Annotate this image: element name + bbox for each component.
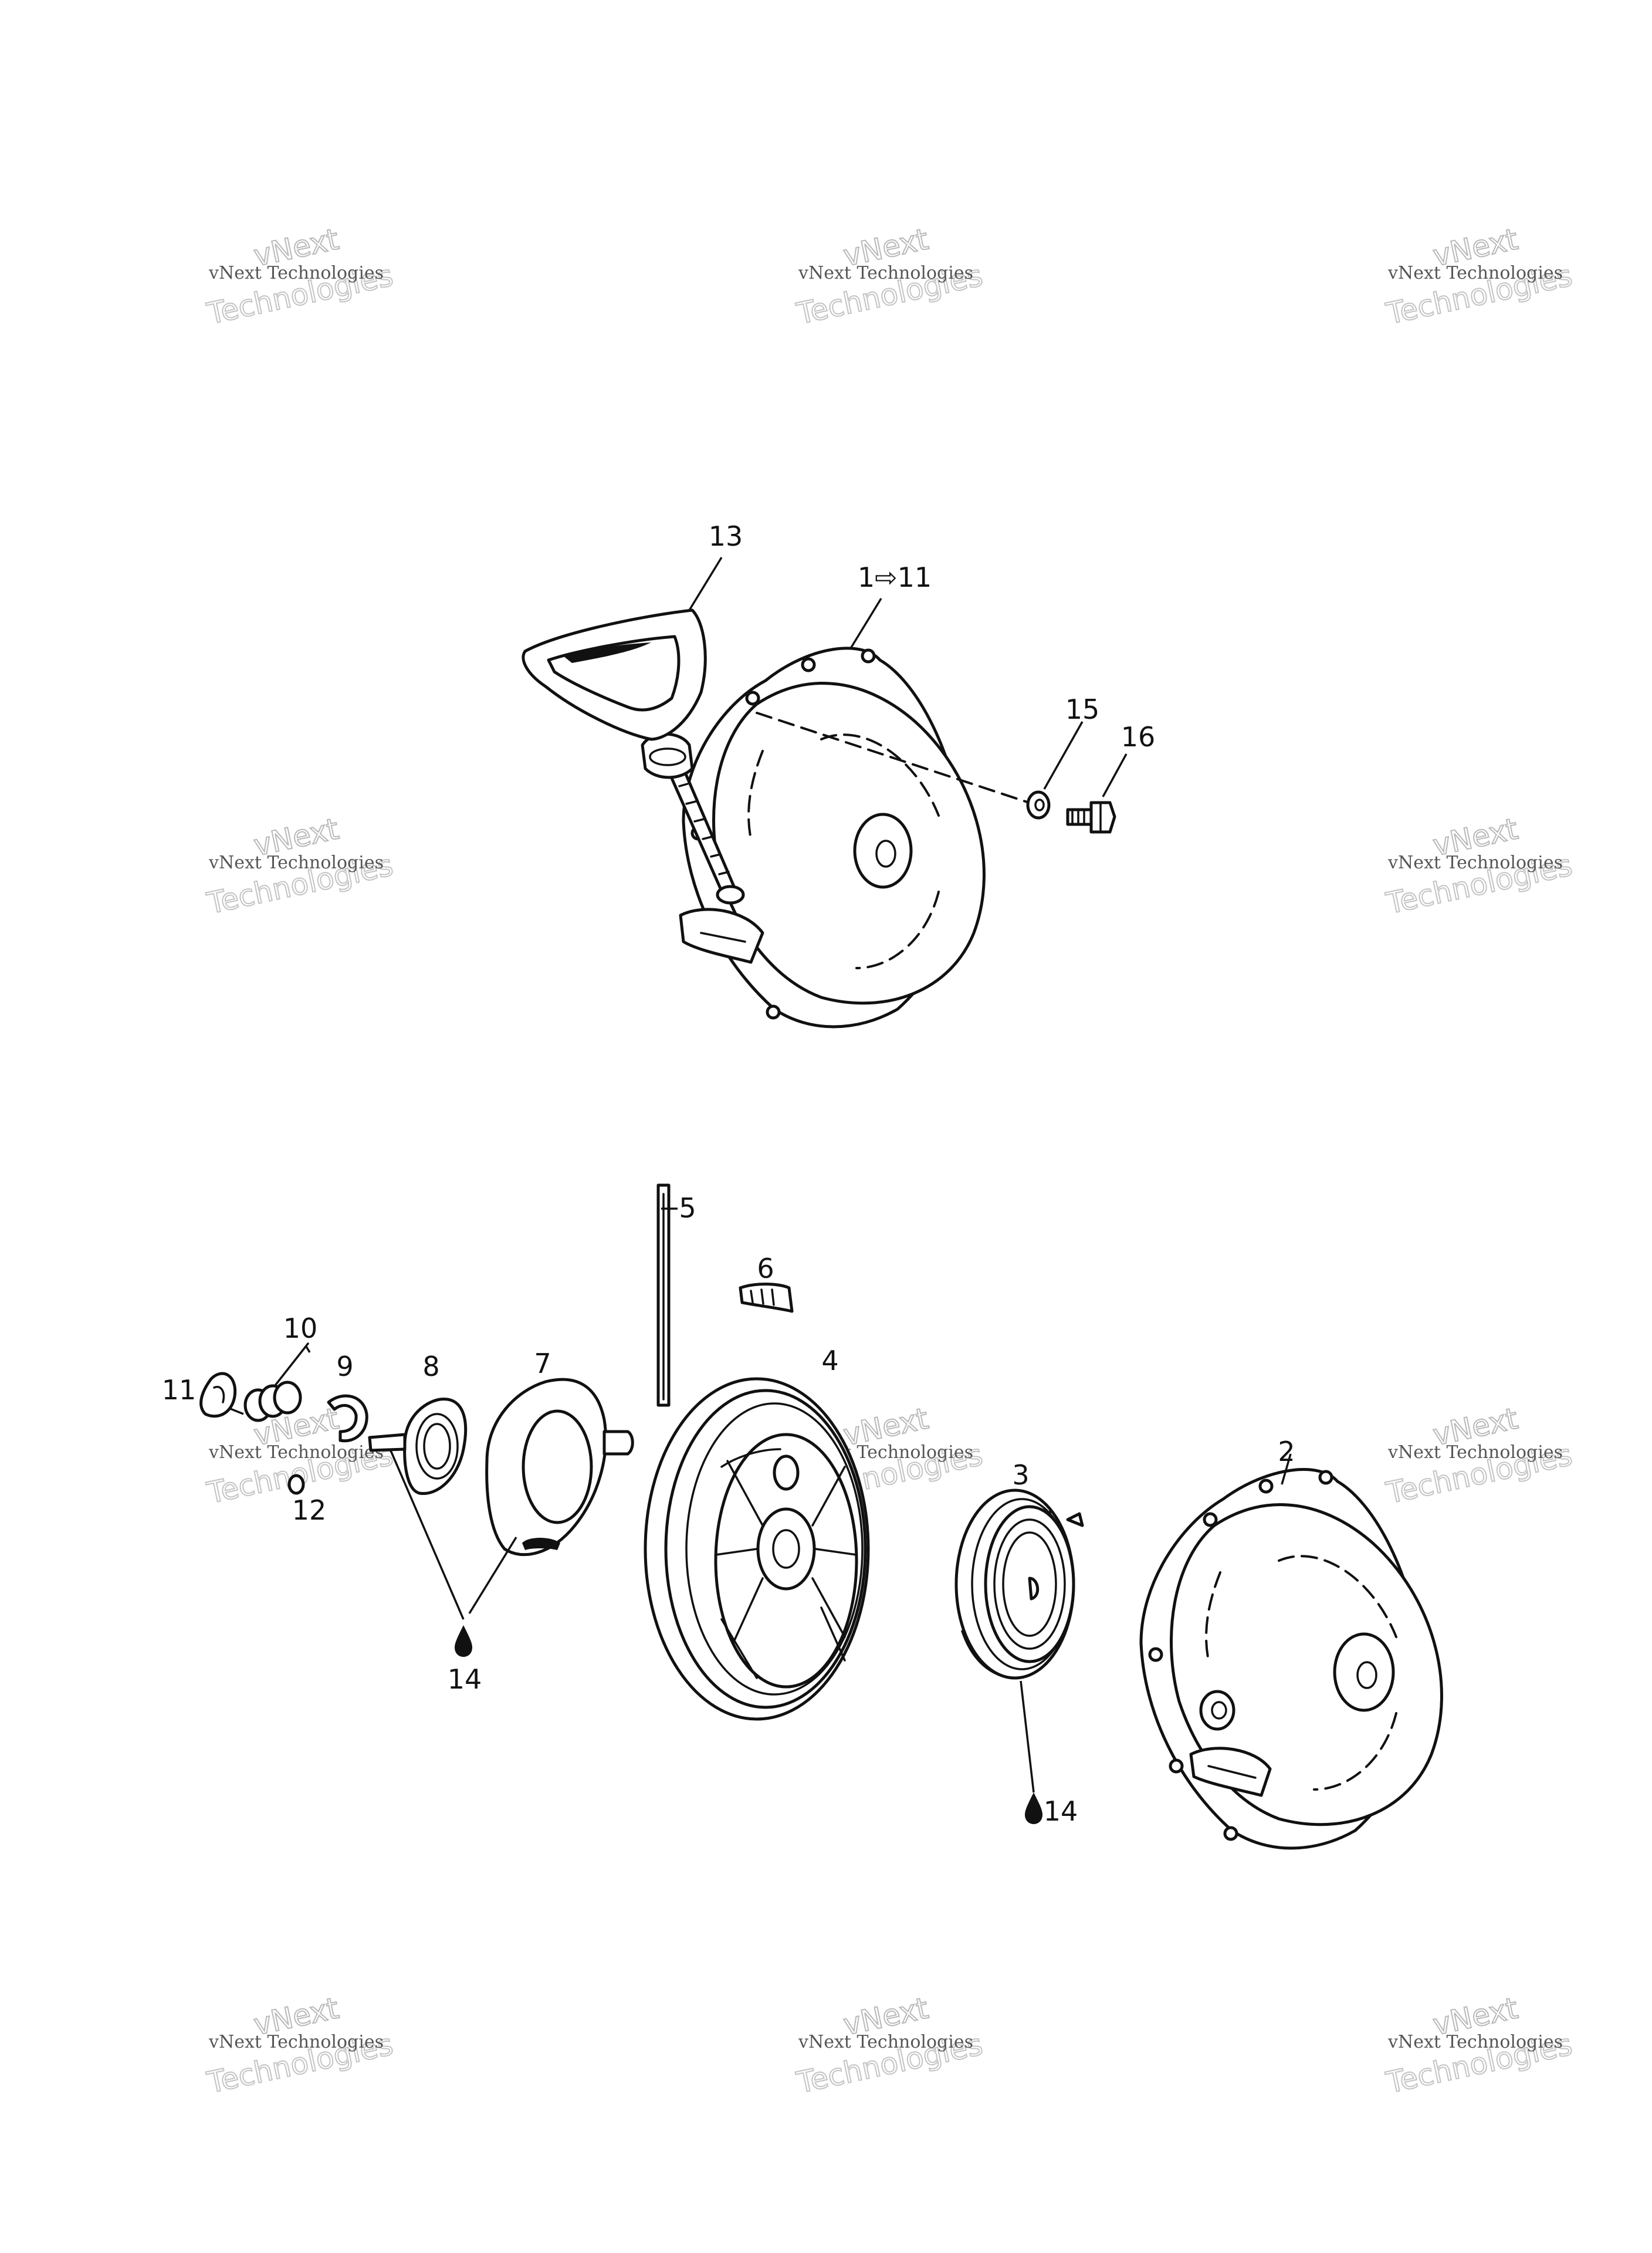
watermark-text: vNext Technologies [1387, 2032, 1563, 2052]
watermark: vNext Technologies vNext Technologies [204, 811, 397, 921]
callout-13: 13 [709, 520, 743, 552]
watermark-text: vNext Technologies [208, 1442, 384, 1463]
starter-assembly-complete [522, 608, 986, 1029]
rope-5 [656, 1183, 671, 1407]
callout-6: 6 [757, 1253, 774, 1284]
retaining-clip-9 [327, 1394, 368, 1443]
callout-9: 9 [336, 1351, 353, 1382]
starter-housing-2 [1139, 1468, 1443, 1850]
callout-12: 12 [292, 1494, 327, 1526]
rope-pulley-4 [644, 1377, 870, 1721]
watermark-text: vNext Technologies [1387, 853, 1563, 873]
watermark: vNext Technologies vNext Technologies [793, 221, 986, 331]
lubricant-drop-icon [1025, 1792, 1042, 1824]
watermark-text: vNext Technologies [798, 263, 973, 283]
watermark-text: vNext Technologies [208, 2032, 384, 2052]
callout-1-to-11: 1⇨11 [858, 561, 932, 593]
callout-3: 3 [1012, 1459, 1029, 1491]
housing-center-boss [853, 813, 913, 889]
watermark: vNext Technologies vNext Technologies [793, 1990, 986, 2100]
watermark-text: vNext Technologies [1387, 1442, 1563, 1463]
callout-5: 5 [679, 1192, 696, 1224]
part-12 [287, 1474, 305, 1495]
watermark-text: vNext Technologies [208, 853, 384, 873]
watermark: vNext Technologies vNext Technologies [204, 1990, 397, 2100]
callout-10: 10 [283, 1312, 318, 1344]
watermark-text: vNext Technologies [1387, 263, 1563, 283]
watermark-text: vNext Technologies [208, 263, 384, 283]
spring-cup-8 [368, 1398, 468, 1496]
callout-7: 7 [534, 1348, 551, 1379]
watermark: vNext Technologies vNext Technologies [204, 221, 397, 331]
pawl-6 [739, 1283, 794, 1313]
circlip-11 [199, 1372, 237, 1418]
bolt-16 [1066, 801, 1116, 834]
watermark: vNext Technologies vNext Technologies [1383, 221, 1576, 331]
bolt-axis-line [756, 712, 1034, 805]
callout-14-upper: 14 [448, 1663, 482, 1695]
callout-16: 16 [1121, 721, 1156, 753]
callout-4: 4 [821, 1345, 838, 1376]
watermark-text: vNext Technologies [798, 2032, 973, 2052]
callout-15: 15 [1065, 694, 1100, 725]
spring-10 [243, 1342, 309, 1422]
cam-hub-7 [485, 1378, 634, 1557]
housing-2-bolt-holes [1148, 1470, 1333, 1841]
rope-outlet [679, 908, 764, 964]
watermark: vNext Technologies vNext Technologies [1383, 1990, 1576, 2100]
callout-11: 11 [162, 1374, 197, 1406]
pulley-hub [756, 1507, 816, 1591]
callout-2: 2 [1278, 1436, 1295, 1467]
callout-14-lower: 14 [1044, 1795, 1078, 1827]
callout-8: 8 [422, 1351, 439, 1382]
watermark: vNext Technologies vNext Technologies [1383, 1400, 1576, 1511]
watermark: vNext Technologies vNext Technologies [1383, 811, 1576, 921]
lubricant-drop-icon [455, 1625, 472, 1657]
recoil-spring-3 [954, 1489, 1084, 1680]
washer-15 [1026, 790, 1051, 820]
